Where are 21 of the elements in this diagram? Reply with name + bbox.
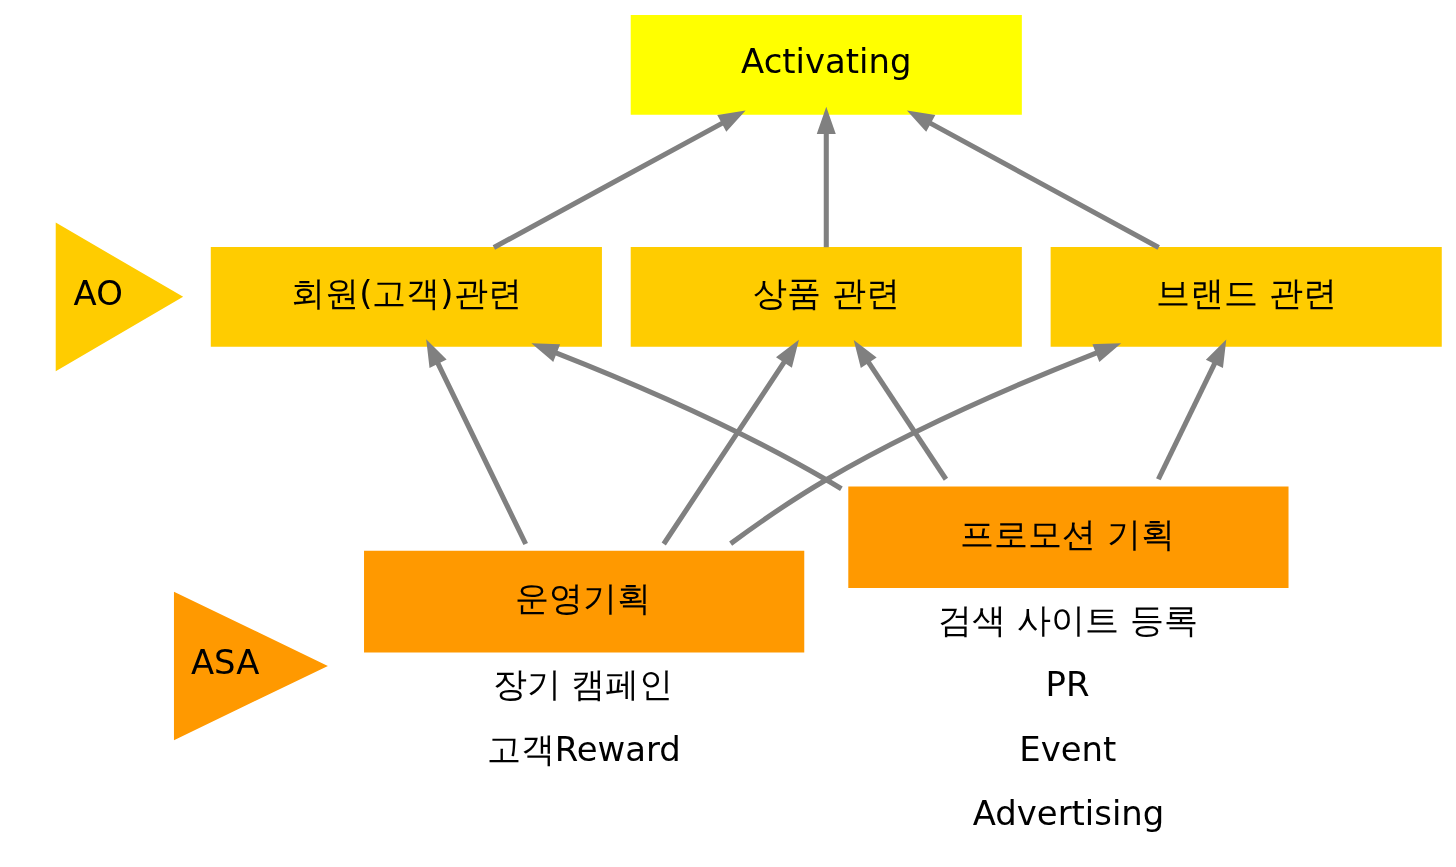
node-label: Advertising	[972, 793, 1165, 833]
node-label: PR	[1045, 664, 1090, 704]
node-box: 운영기획	[364, 550, 805, 652]
arrow	[531, 342, 843, 491]
node-label: Event	[1019, 729, 1117, 769]
node-box: 회원(고객)관련	[210, 246, 602, 347]
arrow	[906, 109, 1160, 250]
arrow	[492, 109, 746, 250]
arrow	[853, 339, 949, 481]
arrow	[1156, 339, 1227, 480]
arrow	[426, 338, 528, 545]
node-label: 고객Reward	[486, 729, 681, 769]
node-box: 상품 관련	[630, 246, 1022, 347]
arrow	[816, 106, 836, 247]
node-label: 검색 사이트 등록	[938, 600, 1198, 640]
node-label: 장기 캠페인	[492, 664, 674, 704]
arrow	[729, 342, 1122, 546]
arrow	[661, 339, 799, 545]
node-box: Activating	[630, 14, 1022, 115]
node-box: 프로모션 기획	[848, 486, 1289, 588]
node-box: 브랜드 관련	[1050, 246, 1442, 347]
